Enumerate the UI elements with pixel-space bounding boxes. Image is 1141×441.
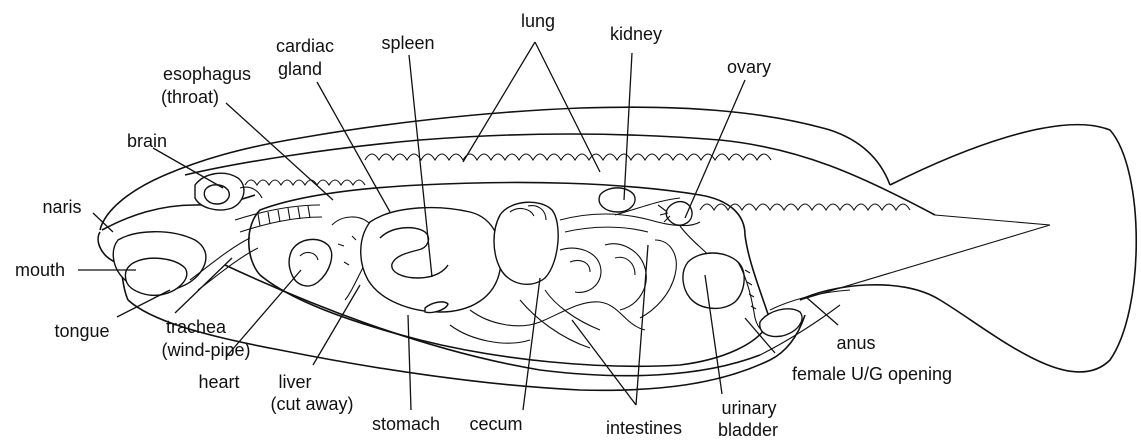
label-stomach: stomach (372, 414, 440, 434)
label-cecum: cecum (469, 414, 522, 434)
head-region (98, 173, 262, 300)
label-heart: heart (198, 372, 239, 392)
label-trachea-2: (wind-pipe) (161, 340, 250, 360)
label-urinary-1: urinary (721, 398, 776, 418)
label-urinary-2: bladder (718, 420, 778, 440)
label-spleen: spleen (381, 33, 434, 53)
label-mouth: mouth (15, 260, 65, 280)
label-esophagus-2: (throat) (161, 87, 219, 107)
label-naris: naris (42, 197, 81, 217)
organs (190, 182, 850, 366)
label-lung: lung (521, 11, 555, 31)
label-trachea-1: trachea (166, 317, 227, 337)
label-tongue: tongue (54, 321, 109, 341)
label-ovary: ovary (727, 57, 771, 77)
label-anus: anus (836, 333, 875, 353)
lung-ribs (245, 154, 910, 210)
label-brain: brain (127, 131, 167, 151)
label-cardiac-1: cardiac (276, 36, 334, 56)
label-female-ug: female U/G opening (792, 364, 952, 384)
label-kidney: kidney (610, 24, 662, 44)
label-cardiac-2: gland (278, 59, 322, 79)
label-liver-2: (cut away) (270, 394, 353, 414)
label-esophagus-1: esophagus (163, 64, 251, 84)
label-liver-1: liver (278, 372, 311, 392)
label-intestines: intestines (606, 418, 682, 438)
